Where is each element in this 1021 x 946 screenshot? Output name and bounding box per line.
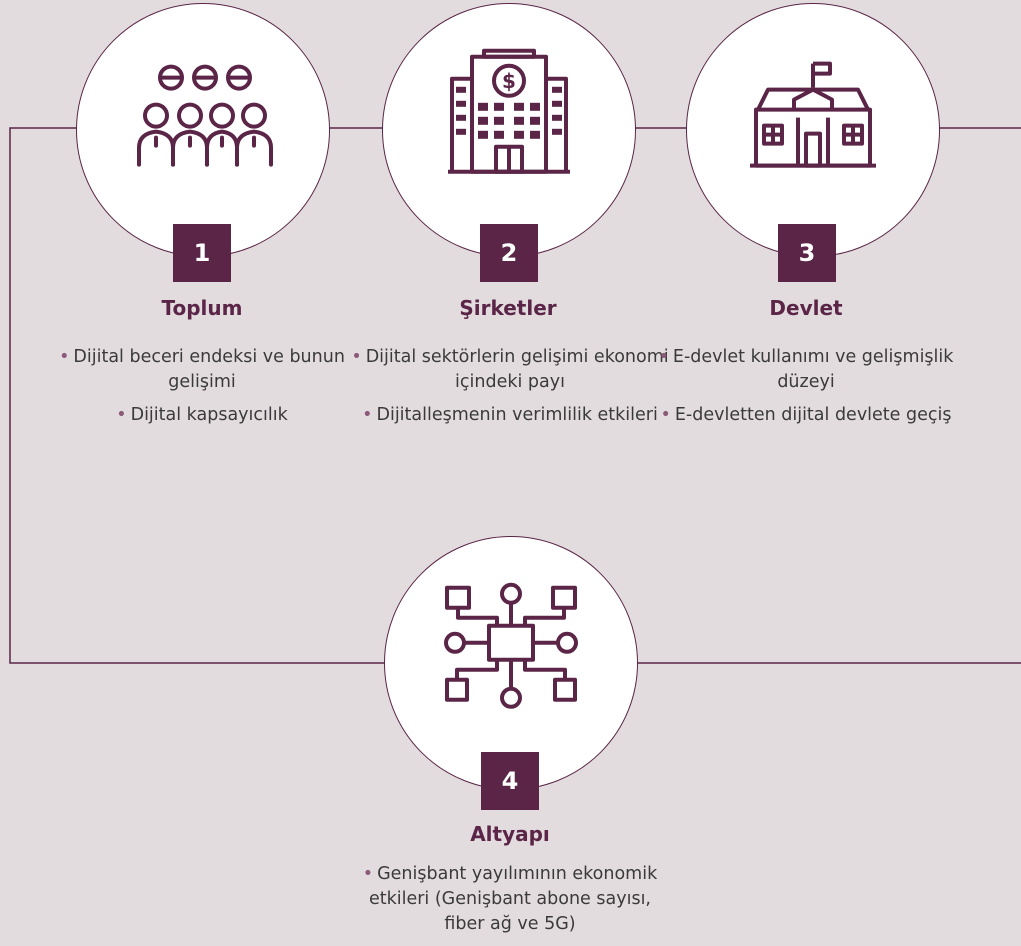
badge-2: 2 bbox=[480, 224, 538, 282]
bullet-item: •Dijitalleşmenin verimlilik etkileri bbox=[362, 405, 658, 425]
bullet-item: •Dijital beceri endeksi ve bunun gelişim… bbox=[59, 347, 345, 392]
bank-building-icon: $ bbox=[448, 48, 570, 174]
people-group-icon bbox=[137, 64, 273, 167]
title-toplum: Toplum bbox=[161, 296, 243, 320]
bullets-sirketler: •Dijital sektörlerin gelişimi ekonomi iç… bbox=[350, 345, 670, 436]
bullets-toplum: •Dijital beceri endeksi ve bunun gelişim… bbox=[42, 345, 362, 436]
bullets-devlet: •E-devlet kullanımı ve gelişmişlik düzey… bbox=[646, 345, 966, 436]
svg-text:$: $ bbox=[502, 69, 516, 93]
badge-1: 1 bbox=[173, 224, 231, 282]
title-sirketler: Şirketler bbox=[459, 296, 557, 320]
government-building-icon bbox=[750, 61, 876, 168]
bullet-item: •Dijital sektörlerin gelişimi ekonomi iç… bbox=[351, 347, 669, 392]
title-altyapi: Altyapı bbox=[470, 822, 550, 846]
devlet-circle bbox=[686, 3, 940, 257]
bullet-item: •Dijital kapsayıcılık bbox=[116, 405, 288, 425]
bullet-item: •Genişbant yayılımının ekonomik etkileri… bbox=[362, 864, 658, 934]
bullet-item: •E-devlet kullanımı ve gelişmişlik düzey… bbox=[658, 347, 954, 392]
toplum-circle bbox=[76, 3, 330, 257]
bullet-item: •E-devletten dijital devlete geçiş bbox=[660, 405, 952, 425]
network-hub-icon bbox=[444, 582, 578, 709]
badge-4: 4 bbox=[481, 752, 539, 810]
bullets-altyapi: •Genişbant yayılımının ekonomik etkileri… bbox=[350, 862, 670, 945]
badge-3: 3 bbox=[778, 224, 836, 282]
altyapi-circle bbox=[384, 536, 638, 790]
sirketler-circle: $ bbox=[382, 3, 636, 257]
title-devlet: Devlet bbox=[769, 296, 843, 320]
